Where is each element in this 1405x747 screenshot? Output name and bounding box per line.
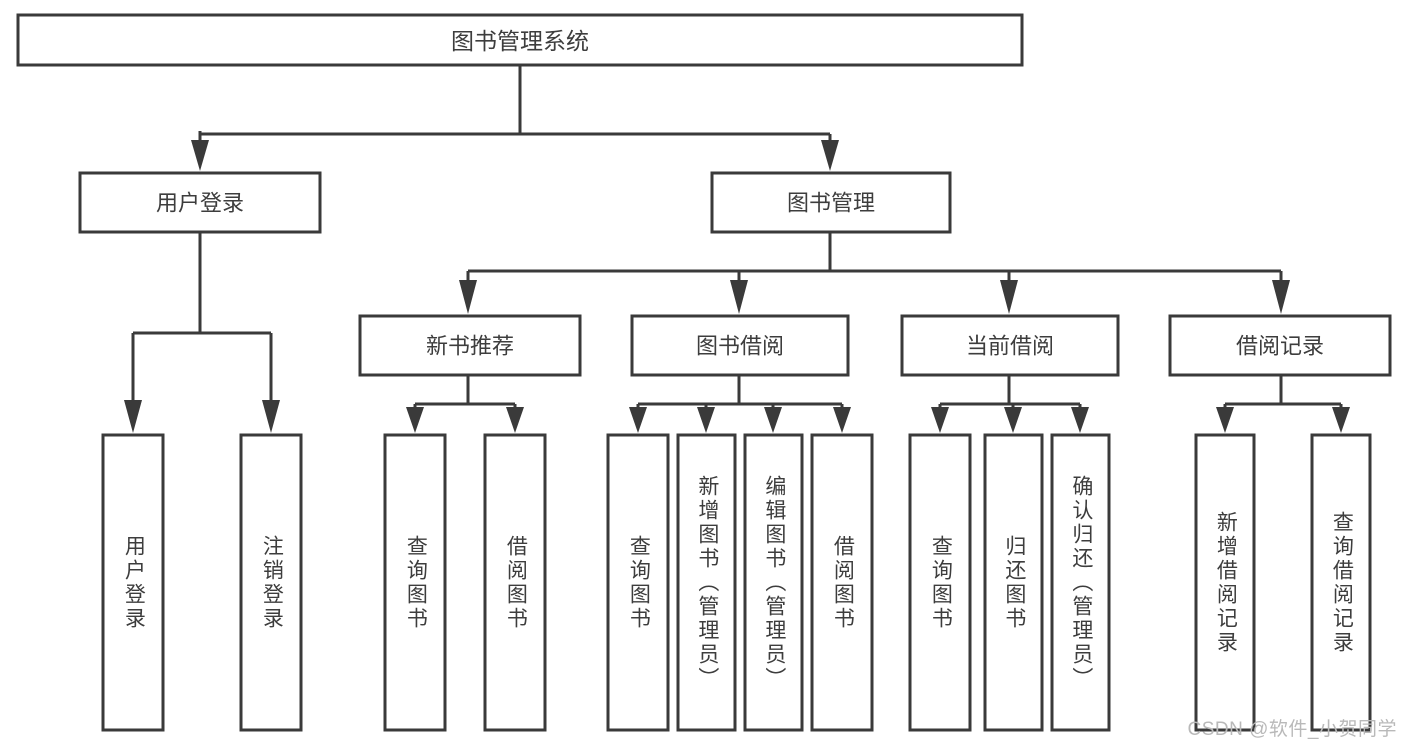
arrow-to-query-book-3 <box>931 407 949 433</box>
node-user-login-leaf[interactable] <box>101 433 165 732</box>
node-confirm-return-admin[interactable] <box>1050 433 1111 732</box>
arrow-to-borrow-book-1 <box>506 407 524 433</box>
arrow-to-user-login-leaf <box>124 400 142 433</box>
node-root[interactable] <box>16 13 1024 67</box>
connectors-group <box>124 65 1350 433</box>
node-query-book-3[interactable] <box>908 433 972 732</box>
arrow-to-return-book <box>1004 407 1022 433</box>
arrow-to-confirm-return-admin <box>1071 407 1089 433</box>
arrow-to-query-borrow-record <box>1332 407 1350 433</box>
node-book-manage-label: 图书管理 <box>787 191 875 216</box>
arrow-to-add-borrow-record <box>1216 407 1234 433</box>
arrow-to-borrow-record <box>1272 280 1290 314</box>
arrow-to-borrow-book-2 <box>833 407 851 433</box>
node-return-book[interactable] <box>983 433 1044 732</box>
arrow-to-user-logout-leaf <box>262 400 280 433</box>
node-user-logout-leaf[interactable] <box>239 433 303 732</box>
arrow-to-book-manage <box>821 140 839 171</box>
node-query-borrow-record[interactable] <box>1310 433 1372 732</box>
node-borrow-record-label: 借阅记录 <box>1236 334 1324 359</box>
arrow-to-edit-book-admin <box>764 407 782 433</box>
arrow-to-user-login <box>191 140 209 171</box>
csdn-watermark: CSDN @软件_小贺同学 <box>1187 719 1397 740</box>
arrow-to-add-book-admin <box>697 407 715 433</box>
node-new-book-recommend-label: 新书推荐 <box>426 334 514 359</box>
node-book-borrow[interactable] <box>630 314 850 377</box>
arrow-to-query-book-1 <box>406 407 424 433</box>
node-current-borrow-label: 当前借阅 <box>966 334 1054 359</box>
node-query-book-2[interactable] <box>606 433 670 732</box>
arrow-to-book-borrow <box>730 280 748 314</box>
arrow-to-query-book-2 <box>629 407 647 433</box>
node-current-borrow[interactable] <box>900 314 1120 377</box>
node-book-manage[interactable] <box>710 171 952 234</box>
node-borrow-record[interactable] <box>1168 314 1392 377</box>
node-new-book-recommend[interactable] <box>358 314 582 377</box>
nodes-group: 图书管理系统 用户登录 图书管理 新书推荐 图书借阅 当前借阅 借阅记录 <box>16 13 1392 732</box>
node-user-login[interactable] <box>78 171 322 234</box>
node-user-login-label: 用户登录 <box>156 191 244 216</box>
arrow-to-current-borrow <box>1000 280 1018 314</box>
node-book-borrow-label: 图书借阅 <box>696 334 784 359</box>
node-borrow-book-1[interactable] <box>483 433 547 732</box>
node-edit-book-admin[interactable] <box>743 433 804 732</box>
node-root-label: 图书管理系统 <box>451 28 589 54</box>
node-add-book-admin[interactable] <box>676 433 737 732</box>
node-borrow-book-2[interactable] <box>810 433 874 732</box>
arrow-to-new-book-recommend <box>459 280 477 314</box>
node-query-book-1[interactable] <box>383 433 447 732</box>
node-add-borrow-record[interactable] <box>1194 433 1256 732</box>
